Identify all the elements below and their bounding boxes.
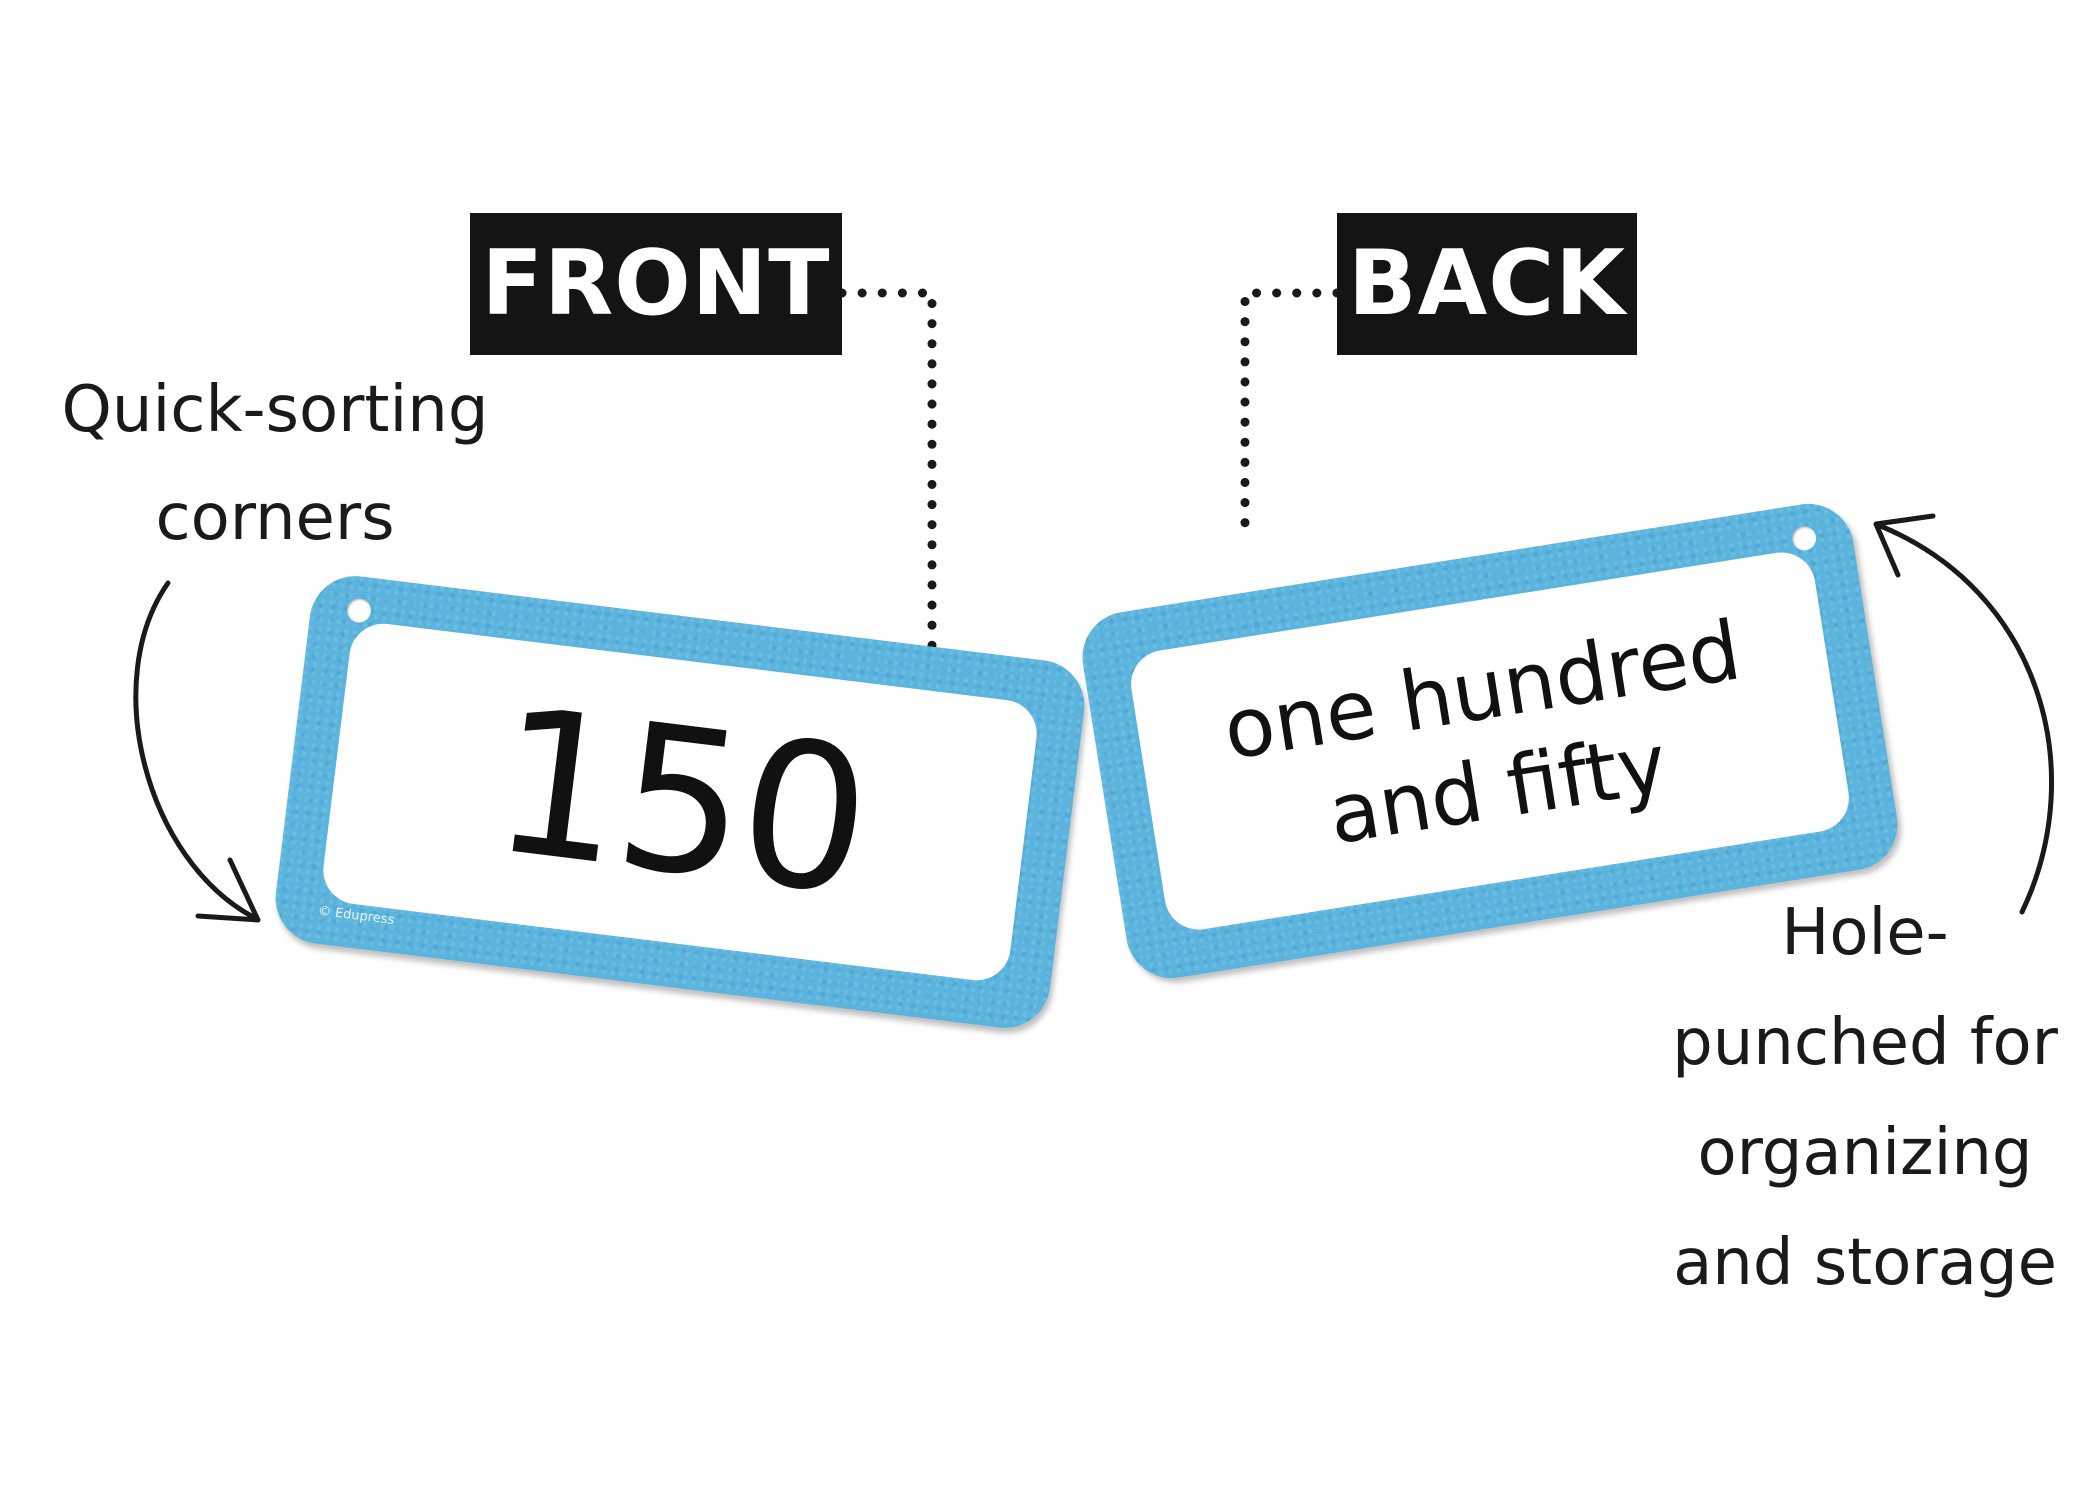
front-label: FRONT bbox=[470, 213, 842, 355]
hole-callout-line: and storage bbox=[1673, 1226, 2057, 1300]
card-words: one hundred and fifty bbox=[1126, 548, 1854, 935]
hole-callout-line: organizing bbox=[1697, 1116, 2033, 1190]
corners-callout-line: corners bbox=[155, 481, 395, 555]
back-label: BACK bbox=[1337, 213, 1637, 355]
corners-callout-line: Quick-sorting bbox=[61, 373, 489, 447]
corners-arrow bbox=[133, 580, 258, 921]
front-flash-card: 150 © Edupress bbox=[270, 570, 1090, 1034]
hole-arrow bbox=[1875, 522, 2054, 915]
hole-callout: Hole- punched for organizing and storage bbox=[1645, 878, 2085, 1318]
hole-arrowhead bbox=[1873, 513, 1936, 578]
hole-callout-line: punched for bbox=[1672, 1006, 2058, 1080]
front-leader-line bbox=[837, 288, 937, 677]
corners-callout: Quick-sorting corners bbox=[30, 356, 520, 572]
back-leader-line bbox=[1240, 288, 1342, 545]
hole-callout-line: Hole- bbox=[1781, 896, 1949, 970]
card-face: one hundred and fifty bbox=[1126, 547, 1854, 935]
card-number: 150 bbox=[482, 663, 878, 941]
card-face: 150 bbox=[319, 619, 1041, 985]
corners-arrowhead bbox=[195, 857, 261, 923]
